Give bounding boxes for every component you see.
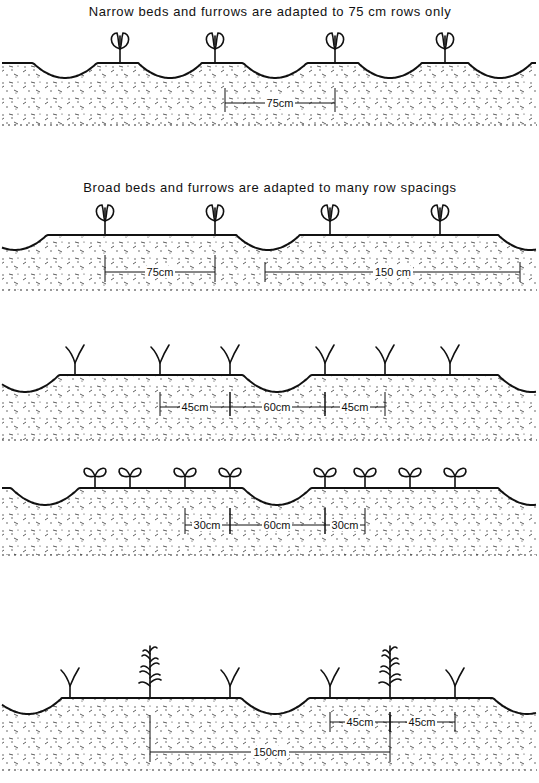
soil-texture xyxy=(2,488,537,555)
soil-surface xyxy=(2,488,536,505)
dimension-label: 75cm xyxy=(265,97,296,109)
plant xyxy=(444,468,466,488)
dimension-label: 45cm xyxy=(407,716,438,728)
plant xyxy=(431,205,448,235)
dimension-tick xyxy=(265,262,266,282)
plant xyxy=(221,668,239,698)
soil-edge xyxy=(2,770,537,771)
dimension-tick xyxy=(105,255,106,282)
plant xyxy=(66,345,84,375)
plant xyxy=(111,33,128,63)
plant xyxy=(206,205,223,235)
dimension-label: 30cm xyxy=(330,519,361,531)
plant xyxy=(139,646,161,698)
plant xyxy=(399,468,421,488)
dimension-label: 30cm xyxy=(192,519,223,531)
dimension-tick xyxy=(390,712,391,732)
soil-edge xyxy=(2,290,537,291)
plant xyxy=(379,646,401,698)
soil-surface xyxy=(2,235,536,250)
soil-edge xyxy=(2,125,537,126)
dimension-label: 75cm xyxy=(145,266,176,278)
dimension-tick xyxy=(325,392,326,416)
dimension-tick xyxy=(520,262,521,282)
soil-texture xyxy=(2,375,537,440)
plant xyxy=(314,468,336,488)
dimension-tick xyxy=(230,392,231,416)
plant xyxy=(354,468,376,488)
heading: Broad beds and furrows are adapted to ma… xyxy=(83,181,456,195)
plant xyxy=(441,345,459,375)
dimension-tick xyxy=(325,508,326,534)
soil-surface xyxy=(2,698,536,714)
dimension-tick xyxy=(365,508,366,534)
soil-surface xyxy=(2,63,536,78)
plant xyxy=(326,33,343,63)
soil-surface xyxy=(2,375,536,392)
dimension-tick xyxy=(325,392,326,416)
soil-edge xyxy=(2,555,537,556)
dimension-label: 150 cm xyxy=(373,266,413,278)
dimension-tick xyxy=(335,88,336,112)
plant xyxy=(61,668,79,698)
plant xyxy=(119,468,141,488)
dimension-tick xyxy=(325,508,326,534)
dimension-tick xyxy=(390,712,391,732)
dimension-label: 60cm xyxy=(262,519,293,531)
plant xyxy=(376,345,394,375)
dimension-tick xyxy=(455,712,456,732)
plant xyxy=(321,668,339,698)
dimension-label: 150cm xyxy=(251,746,288,758)
plant xyxy=(316,345,334,375)
bed-profile xyxy=(2,345,537,440)
plant xyxy=(221,345,239,375)
dimension-label: 45cm xyxy=(180,401,211,413)
dimension-tick xyxy=(225,88,226,112)
plant xyxy=(436,33,453,63)
soil-texture xyxy=(2,63,537,125)
dimension-tick xyxy=(230,392,231,416)
dimension-label: 45cm xyxy=(340,401,371,413)
bed-profile xyxy=(2,205,537,290)
plant xyxy=(151,345,169,375)
dimension-tick xyxy=(150,715,151,762)
plant xyxy=(219,468,241,488)
dimension-label: 45cm xyxy=(345,716,376,728)
dimension-tick xyxy=(230,508,231,534)
dimension-tick xyxy=(215,255,216,282)
dimension-label: 60cm xyxy=(262,401,293,413)
heading: Narrow beds and furrows are adapted to 7… xyxy=(89,5,452,19)
plant xyxy=(96,205,113,235)
bed-profile xyxy=(2,33,537,125)
bed-profile xyxy=(2,646,537,770)
plant xyxy=(206,33,223,63)
soil-texture xyxy=(2,235,537,290)
plant xyxy=(321,205,338,235)
soil-texture xyxy=(2,698,537,770)
dimension-tick xyxy=(185,508,186,534)
dimension-tick xyxy=(330,712,331,732)
dimension-tick xyxy=(385,392,386,416)
dimension-tick xyxy=(160,392,161,416)
dimension-tick xyxy=(230,508,231,534)
bed-profile xyxy=(2,468,537,555)
soil-edge xyxy=(2,440,537,441)
plant xyxy=(446,668,464,698)
plant xyxy=(174,468,196,488)
plant xyxy=(84,468,106,488)
